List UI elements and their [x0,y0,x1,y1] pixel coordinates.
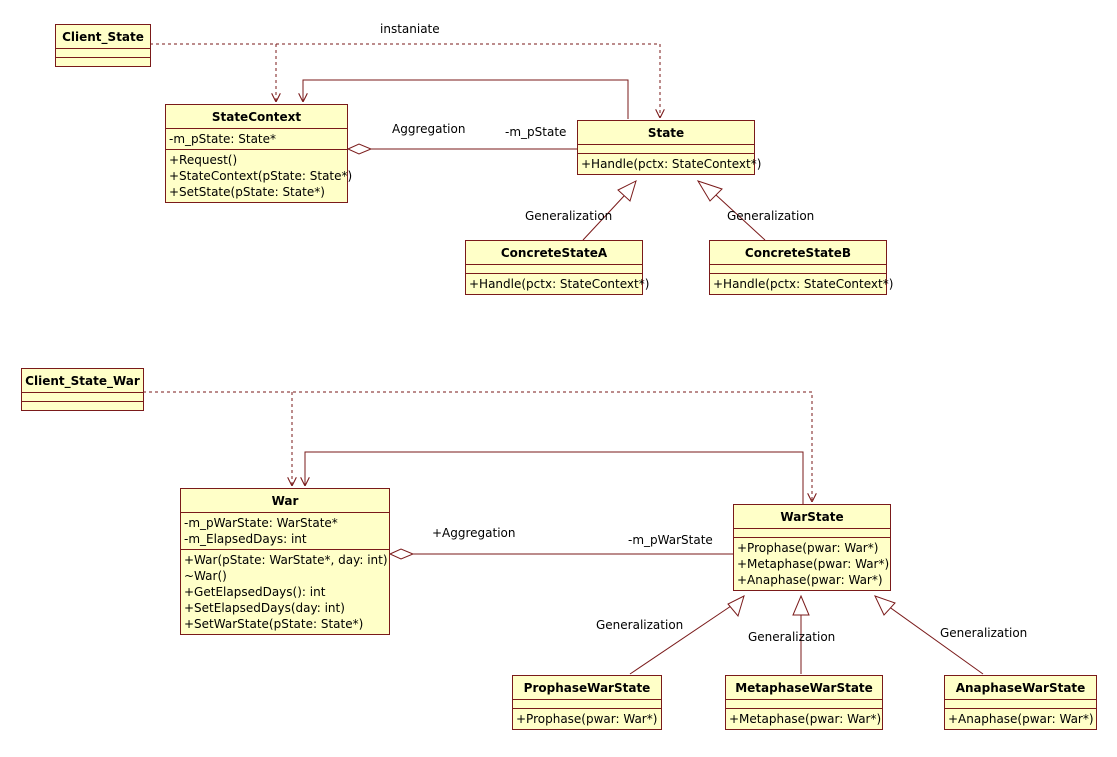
operation: +StateContext(pState: State*) [169,169,353,183]
operation: +Handle(pctx: StateContext*) [581,157,762,171]
operation-section: +Metaphase(pwar: War*) [726,709,882,729]
attribute: -m_pWarState: WarState* [184,516,338,530]
operation-section [56,58,150,66]
operation-section: +Handle(pctx: StateContext*) [578,154,762,174]
operation: +Metaphase(pwar: War*) [737,557,890,571]
class-name: State [578,121,754,145]
attribute-section [734,529,890,538]
operation: +Prophase(pwar: War*) [516,712,658,726]
class-name: ConcreteStateA [466,241,642,265]
attribute: -m_ElapsedDays: int [184,532,307,546]
attribute-section: -m_pWarState: WarState* -m_ElapsedDays: … [181,513,389,550]
generalization-bottom [629,594,984,675]
dependency-client-state-war [143,391,812,502]
class-name: WarState [734,505,890,529]
attribute-section [726,700,882,709]
attribute-section [578,145,754,154]
operation: +Request() [169,153,238,167]
label-generalization-prophase: Generalization [596,618,684,632]
class-anaphase-war-state[interactable]: AnaphaseWarState +Anaphase(pwar: War*) [944,675,1097,730]
class-name: ConcreteStateB [710,241,886,265]
label-generalization-b: Generalization [727,209,815,223]
class-client-state-war[interactable]: Client_State_War [21,368,144,411]
class-concrete-state-a[interactable]: ConcreteStateA +Handle(pctx: StateContex… [465,240,650,295]
operation: ~War() [184,569,227,583]
aggregation-top [346,143,577,155]
attribute-section [513,700,661,709]
attribute-section [22,393,143,402]
operation: +Handle(pctx: StateContext*) [469,277,650,291]
class-state-context[interactable]: StateContext -m_pState: State* +Request(… [165,104,353,203]
label-role-bottom: -m_pWarState [628,533,713,547]
attribute-section [466,265,642,274]
operation-section: +Handle(pctx: StateContext*) [710,274,894,294]
class-name: War [181,489,389,513]
attribute-section [56,49,150,58]
operation: +SetState(pState: State*) [169,185,325,199]
class-name: Client_State_War [22,369,143,393]
operation-section: +Prophase(pwar: War*) +Metaphase(pwar: W… [734,538,890,590]
class-name: StateContext [166,105,347,129]
operation: +Prophase(pwar: War*) [737,541,879,555]
operation: +Anaphase(pwar: War*) [948,712,1094,726]
operation-section: +War(pState: WarState*, day: int) ~War()… [181,550,389,634]
operation: +GetElapsedDays(): int [184,585,326,599]
label-generalization-anaphase: Generalization [940,626,1028,640]
attribute-section [945,700,1096,709]
operation-section: +Handle(pctx: StateContext*) [466,274,650,294]
class-name: MetaphaseWarState [726,676,882,700]
label-aggregation-top: Aggregation [392,122,466,136]
operation-section [22,402,143,410]
class-state[interactable]: State +Handle(pctx: StateContext*) [577,120,762,175]
class-metaphase-war-state[interactable]: MetaphaseWarState +Metaphase(pwar: War*) [725,675,883,730]
association-state-context [303,79,629,119]
operation: +Anaphase(pwar: War*) [737,573,883,587]
class-prophase-war-state[interactable]: ProphaseWarState +Prophase(pwar: War*) [512,675,662,730]
generalization-top [582,180,766,241]
dependency-client-state [150,43,660,118]
label-aggregation-bottom: +Aggregation [432,526,516,540]
attribute: -m_pState: State* [169,132,277,146]
label-instantiate: instaniate [380,22,440,36]
operation-section: +Request() +StateContext(pState: State*)… [166,150,353,202]
operation: +SetElapsedDays(day: int) [184,601,345,615]
operation: +War(pState: WarState*, day: int) [184,553,388,567]
operation-section: +Prophase(pwar: War*) [513,709,661,729]
class-war-state[interactable]: WarState +Prophase(pwar: War*) +Metaphas… [733,504,891,591]
operation: +SetWarState(pState: State*) [184,617,364,631]
class-name: ProphaseWarState [513,676,661,700]
aggregation-bottom [388,548,733,560]
label-generalization-a: Generalization [525,209,613,223]
class-war[interactable]: War -m_pWarState: WarState* -m_ElapsedDa… [180,488,390,635]
attribute-section: -m_pState: State* [166,129,347,150]
class-name: Client_State [56,25,150,49]
operation-section: +Anaphase(pwar: War*) [945,709,1096,729]
label-role-top: -m_pState [505,125,567,139]
operation: +Metaphase(pwar: War*) [729,712,882,726]
label-generalization-metaphase: Generalization [748,630,836,644]
class-concrete-state-b[interactable]: ConcreteStateB +Handle(pctx: StateContex… [709,240,894,295]
class-name: AnaphaseWarState [945,676,1096,700]
association-warstate-war [305,451,804,505]
class-client-state[interactable]: Client_State [55,24,151,67]
attribute-section [710,265,886,274]
operation: +Handle(pctx: StateContext*) [713,277,894,291]
